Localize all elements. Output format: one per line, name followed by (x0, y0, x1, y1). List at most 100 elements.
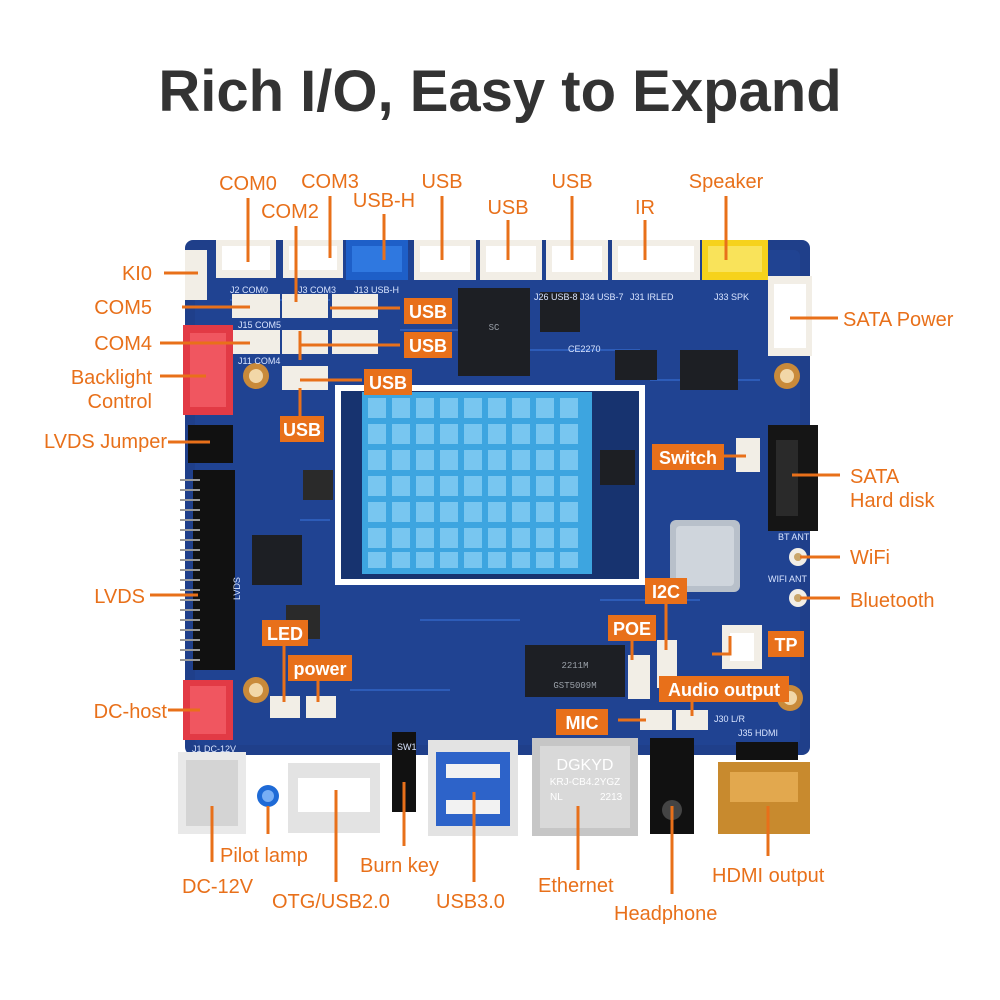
inductor (303, 470, 333, 500)
tag-usb-a: USB (404, 298, 452, 324)
chip-ic-right (680, 350, 738, 390)
svg-text:J35 HDMI: J35 HDMI (738, 728, 778, 738)
label-speaker: Speaker (689, 171, 764, 193)
connector-mic (640, 710, 672, 730)
svg-text:MIC: MIC (566, 713, 599, 733)
tag-switch: Switch (652, 444, 724, 470)
label-hard-disk: Hard disk (850, 490, 935, 512)
labels: COM0 COM3 COM2 USB-H USB USB USB IR Spea… (44, 171, 954, 925)
label-usb30: USB3.0 (436, 891, 505, 913)
lvds-header (180, 470, 235, 670)
connector-usb-1 (414, 240, 476, 280)
label-usb-top-3: USB (551, 171, 592, 193)
connector-ir (612, 240, 700, 280)
connector-dc-12v (178, 752, 246, 834)
label-backlight: Backlight (71, 367, 153, 389)
connector-sata-power (768, 276, 812, 356)
label-lvds: LVDS (94, 586, 145, 608)
label-sata: SATA (850, 466, 900, 488)
label-com5: COM5 (94, 297, 152, 319)
svg-text:2213: 2213 (600, 792, 623, 803)
label-sata-power: SATA Power (843, 309, 954, 331)
tag-led: LED (262, 620, 308, 646)
chip-small (540, 292, 580, 332)
label-hdmi-output: HDMI output (712, 865, 825, 887)
connector-led (270, 696, 300, 718)
connector-tp (722, 625, 762, 669)
wifi-module (670, 520, 740, 592)
tag-usb-d: USB (280, 416, 324, 442)
label-bluetooth: Bluetooth (850, 590, 935, 612)
pilot-lamp-led (257, 785, 279, 807)
svg-text:J30 L/R: J30 L/R (714, 714, 746, 724)
svg-text:LVDS: LVDS (232, 577, 242, 600)
label-wifi: WiFi (850, 547, 890, 569)
label-com3: COM3 (301, 171, 359, 193)
svg-text:J34 USB-7: J34 USB-7 (580, 292, 624, 302)
label-com0: COM0 (219, 173, 277, 195)
svg-text:J13 USB-H: J13 USB-H (354, 285, 399, 295)
tags: USB USB USB USB Switch I2C POE TP LED po… (262, 298, 804, 735)
connector-wifi-ant (789, 548, 807, 566)
svg-text:GST5009M: GST5009M (553, 681, 596, 691)
label-usb-h: USB-H (353, 190, 415, 212)
label-control: Control (88, 391, 152, 413)
svg-text:J2 COM0: J2 COM0 (230, 285, 268, 295)
svg-text:TP: TP (774, 635, 797, 655)
svg-text:NL: NL (550, 792, 563, 803)
svg-text:J15 COM5: J15 COM5 (238, 320, 281, 330)
connector-audio-out (676, 710, 708, 730)
label-usb-top-2: USB (487, 197, 528, 219)
magnetics-chip: 2211M GST5009M (525, 645, 625, 697)
chip-small-2 (600, 450, 635, 485)
connector-com0 (216, 240, 276, 278)
svg-text:USB: USB (409, 302, 447, 322)
svg-text:J1 DC-12V: J1 DC-12V (192, 744, 236, 754)
connector-usb-internal-3 (332, 330, 378, 354)
chip-ic-right-2 (615, 350, 657, 380)
label-headphone: Headphone (614, 903, 717, 925)
svg-text:J33 SPK: J33 SPK (714, 292, 749, 302)
svg-text:J26 USB-8: J26 USB-8 (534, 292, 578, 302)
connector-speaker (702, 240, 768, 280)
label-ir: IR (635, 197, 655, 219)
svg-text:J3 COM3: J3 COM3 (298, 285, 336, 295)
tag-power: power (288, 655, 352, 681)
svg-text:Switch: Switch (659, 448, 717, 468)
tag-mic: MIC (556, 709, 608, 735)
svg-text:SC: SC (489, 323, 500, 333)
svg-text:Audio output: Audio output (668, 680, 780, 700)
connector-usb-2 (480, 240, 542, 280)
svg-text:BT ANT: BT ANT (778, 532, 810, 542)
svg-text:KRJ-CB4.2YGZ: KRJ-CB4.2YGZ (550, 777, 621, 788)
connector-usb-internal-4 (282, 366, 328, 390)
svg-text:WIFI ANT: WIFI ANT (768, 574, 807, 584)
svg-text:power: power (293, 659, 346, 679)
label-burn-key: Burn key (360, 855, 439, 877)
connector-poe (628, 655, 650, 699)
tag-poe: POE (608, 615, 656, 641)
connector-ki0 (185, 250, 207, 300)
label-lvds-jumper: LVDS Jumper (44, 431, 167, 453)
connector-com2 (282, 294, 328, 318)
svg-text:USB: USB (369, 373, 407, 393)
chip-main: SC (458, 288, 530, 376)
label-dc-host: DC-host (94, 701, 168, 723)
connector-power (306, 696, 336, 718)
connector-usb-internal-1 (332, 294, 378, 318)
svg-text:DGKYD: DGKYD (557, 757, 614, 774)
connector-hdmi (718, 742, 810, 834)
tag-tp: TP (768, 631, 804, 657)
label-usb-top-1: USB (421, 171, 462, 193)
label-ethernet: Ethernet (538, 875, 614, 897)
svg-text:USB: USB (283, 420, 321, 440)
svg-text:LED: LED (267, 624, 303, 644)
silk-ic-code: CE2270 (568, 344, 601, 354)
tag-i2c: I2C (645, 578, 687, 604)
connector-otg-usb (288, 763, 380, 833)
connector-backlight (183, 325, 233, 415)
svg-text:POE: POE (613, 619, 651, 639)
label-ki0: KI0 (122, 263, 152, 285)
svg-text:USB: USB (409, 336, 447, 356)
